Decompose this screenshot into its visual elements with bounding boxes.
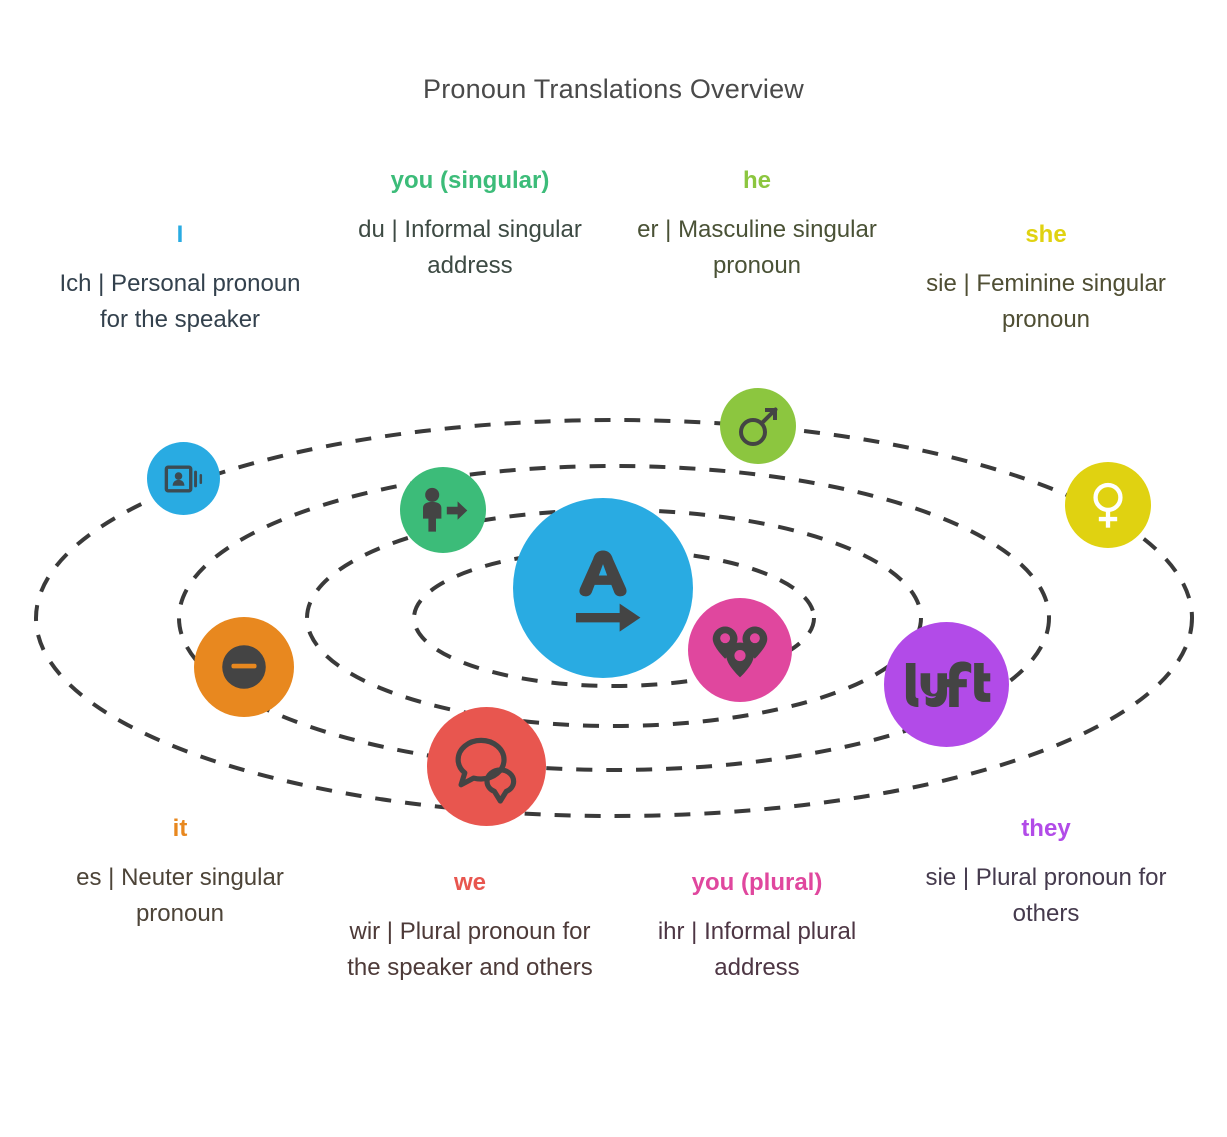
label-term-she: she: [1025, 221, 1067, 248]
person-arrow-icon: [423, 487, 468, 532]
node-we[interactable]: [427, 707, 546, 826]
label-desc-she: sie | Feminine singular pronoun: [926, 270, 1166, 333]
label-block-it: it es | Neuter singular pronoun: [55, 814, 305, 932]
female-symbol-icon: [1093, 482, 1123, 528]
label-block-i: I Ich | Personal pronoun for the speaker: [55, 220, 305, 338]
label-block-they: they sie | Plural pronoun for others: [921, 814, 1171, 932]
label-block-you-singular: you (singular) du | Informal singular ad…: [345, 166, 595, 284]
label-desc-you-plural: ihr | Informal plural address: [657, 918, 857, 981]
node-i[interactable]: [147, 442, 220, 515]
label-term-you-singular: you (singular): [390, 167, 550, 194]
label-block-we: we wir | Plural pronoun for the speaker …: [345, 868, 595, 986]
label-desc-we: wir | Plural pronoun for the speaker and…: [347, 918, 593, 981]
node-it[interactable]: [194, 617, 294, 717]
label-term-they: they: [1021, 815, 1071, 842]
label-block-she: she sie | Feminine singular pronoun: [921, 220, 1171, 338]
page-title: Pronoun Translations Overview: [423, 74, 804, 104]
map-pins-icon: [712, 626, 768, 678]
lyft-logo-icon: [905, 661, 990, 707]
node-center-translate[interactable]: [513, 498, 693, 678]
label-term-he: he: [742, 167, 771, 194]
label-desc-it: es | Neuter singular pronoun: [76, 864, 284, 927]
translate-icon: [575, 550, 641, 632]
label-term-it: it: [172, 815, 188, 842]
node-they[interactable]: [884, 622, 1009, 747]
id-card-icon: [164, 465, 202, 492]
label-term-we: we: [453, 869, 486, 896]
label-desc-he: er | Masculine singular pronoun: [637, 216, 877, 279]
node-you-plural[interactable]: [688, 598, 792, 702]
speech-bubbles-icon: [455, 737, 516, 804]
orbit-ring-4: [34, 418, 1194, 818]
label-desc-they: sie | Plural pronoun for others: [925, 864, 1167, 927]
node-you-singular[interactable]: [400, 467, 486, 553]
neuter-minus-icon: [222, 645, 266, 689]
label-term-you-plural: you (plural): [691, 869, 823, 896]
label-desc-you-singular: du | Informal singular address: [358, 216, 582, 279]
node-she[interactable]: [1065, 462, 1151, 548]
node-he[interactable]: [720, 388, 796, 464]
orbit-ring-3: [177, 464, 1051, 772]
label-term-i: I: [176, 221, 184, 248]
label-block-you-plural: you (plural) ihr | Informal plural addre…: [632, 868, 882, 986]
label-desc-i: Ich | Personal pronoun for the speaker: [59, 270, 301, 333]
male-symbol-icon: [739, 407, 778, 446]
label-block-he: he er | Masculine singular pronoun: [632, 166, 882, 284]
